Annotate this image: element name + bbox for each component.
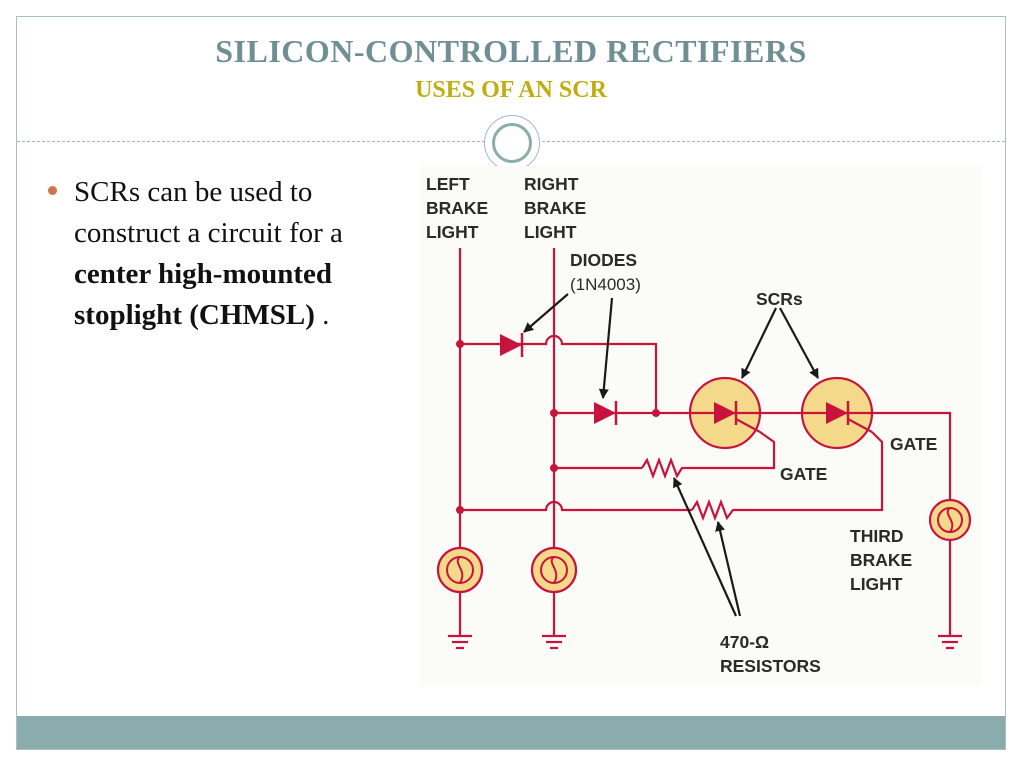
gate-label-2: GATE [890, 434, 937, 454]
slide-title: SILICON-CONTROLLED RECTIFIERS [215, 33, 807, 69]
ground-right-icon [542, 634, 566, 650]
svg-text:DIODES: DIODES [570, 250, 637, 270]
svg-text:THIRD: THIRD [850, 526, 903, 546]
gate-label-1: GATE [780, 464, 827, 484]
svg-text:LIGHT: LIGHT [850, 574, 903, 594]
callout-arrows [523, 293, 819, 617]
circuit-svg: LEFT BRAKE LIGHT RIGHT BRAKE LIGHT DIODE… [426, 174, 972, 676]
ornament-ring-icon [492, 123, 532, 163]
svg-text:BRAKE: BRAKE [524, 198, 586, 218]
chmsl-circuit-diagram: LEFT BRAKE LIGHT RIGHT BRAKE LIGHT DIODE… [420, 166, 982, 686]
diode-1-icon [500, 333, 524, 357]
resistor-1-icon [641, 456, 686, 480]
divider-ornament [484, 115, 540, 171]
bullet-text-prefix: SCRs can be used to construct a circuit … [74, 176, 343, 249]
scrs-label: SCRs [756, 289, 803, 309]
ground-left-icon [448, 634, 472, 650]
svg-text:LIGHT: LIGHT [524, 222, 577, 242]
ground-third-icon [938, 634, 962, 650]
svg-text:470-Ω: 470-Ω [720, 632, 769, 652]
scr-2-icon [800, 376, 874, 450]
svg-text:(1N4003): (1N4003) [570, 275, 641, 294]
bullet-list: SCRs can be used to construct a circuit … [48, 172, 392, 336]
diode-2-icon [594, 401, 618, 425]
left-brake-light-label: LEFT BRAKE LIGHT [426, 174, 488, 242]
right-brake-light-label: RIGHT BRAKE LIGHT [524, 174, 586, 242]
footer-band [17, 716, 1005, 749]
left-lamp-icon [436, 546, 484, 594]
resistor-2-icon [691, 498, 738, 522]
svg-text:RESISTORS: RESISTORS [720, 656, 821, 676]
circuit-wires [458, 248, 952, 636]
slide-subtitle: USES OF AN SCR [415, 77, 607, 103]
svg-text:BRAKE: BRAKE [426, 198, 488, 218]
resistors-label: 470-Ω RESISTORS [720, 632, 821, 676]
scr-1-icon [688, 376, 762, 450]
third-brake-light-label: THIRD BRAKE LIGHT [850, 526, 912, 594]
right-lamp-icon [530, 546, 578, 594]
bullet-item: SCRs can be used to construct a circuit … [74, 172, 392, 336]
svg-text:LEFT: LEFT [426, 174, 470, 194]
bullet-text-bold: center high-mounted stoplight (CHMSL) [74, 258, 333, 331]
svg-text:RIGHT: RIGHT [524, 174, 579, 194]
svg-text:LIGHT: LIGHT [426, 222, 479, 242]
bullet-text-suffix: . [314, 299, 330, 331]
diodes-label: DIODES (1N4003) [570, 250, 641, 294]
third-lamp-icon [928, 498, 972, 542]
junction-dots [456, 340, 660, 514]
svg-text:BRAKE: BRAKE [850, 550, 912, 570]
bullet-dot-icon [48, 186, 57, 195]
